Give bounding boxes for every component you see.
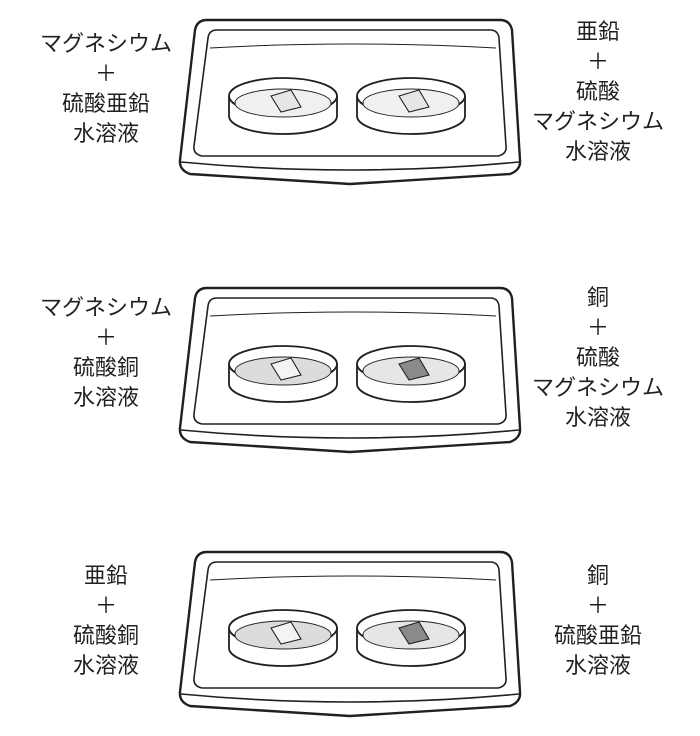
row3-tray-diagram [178,550,522,718]
row2-left-line: 水溶液 [72,386,139,411]
row3-right-label: 銅 ＋ 硫酸亜鉛 水溶液 [518,562,678,682]
row2-right-line: ＋ [586,316,609,341]
petri-dish-left [228,609,338,667]
metal-plate-right [398,621,430,645]
row3-right-line: 水溶液 [564,654,631,679]
row2-tray-diagram [178,286,522,454]
row3-left-label: 亜鉛 ＋ 硫酸銅 水溶液 [26,562,186,682]
row2-left-label: マグネシウム ＋ 硫酸銅 水溶液 [26,294,186,414]
metal-plate-left [270,357,302,381]
row3-left-line: 硫酸銅 [72,624,139,649]
row2-right-line: マグネシウム [531,376,664,401]
row2-right-label: 銅 ＋ 硫酸 マグネシウム 水溶液 [518,284,678,434]
petri-dish-left [228,345,338,403]
tray [178,286,522,454]
row1-right-line: 亜鉛 [575,20,620,45]
row1-left-line: ＋ [94,62,117,87]
row1-left-label: マグネシウム ＋ 硫酸亜鉛 水溶液 [26,30,186,150]
metal-plate-right [398,357,430,381]
row3-right-line: 銅 [586,564,609,589]
petri-dish-left [228,77,338,135]
row3-left-line: ＋ [94,594,117,619]
row1-right-line: ＋ [586,50,609,75]
row3-left-line: 亜鉛 [83,564,128,589]
metal-plate-left [270,621,302,645]
row2-right-line: 硫酸 [575,346,620,371]
petri-dish-right [356,609,466,667]
row1-left-line: 水溶液 [72,122,139,147]
petri-dish-right [356,345,466,403]
row1-tray-diagram [178,18,522,186]
row1-right-line: 水溶液 [564,140,631,165]
row2-right-line: 銅 [586,286,609,311]
row1-right-label: 亜鉛 ＋ 硫酸 マグネシウム 水溶液 [518,18,678,168]
row2-left-line: 硫酸銅 [72,356,139,381]
row1-left-line: 硫酸亜鉛 [61,92,150,117]
row2-right-line: 水溶液 [564,406,631,431]
row2-left-line: マグネシウム [39,296,172,321]
row1-right-line: 硫酸 [575,80,620,105]
row3-right-line: 硫酸亜鉛 [553,624,642,649]
row3-left-line: 水溶液 [72,654,139,679]
row3-right-line: ＋ [586,594,609,619]
petri-dish-right [356,77,466,135]
metal-plate-right [398,89,430,113]
metal-plate-left [270,89,302,113]
tray [178,550,522,718]
row1-right-line: マグネシウム [531,110,664,135]
row2-left-line: ＋ [94,326,117,351]
row1-left-line: マグネシウム [39,32,172,57]
